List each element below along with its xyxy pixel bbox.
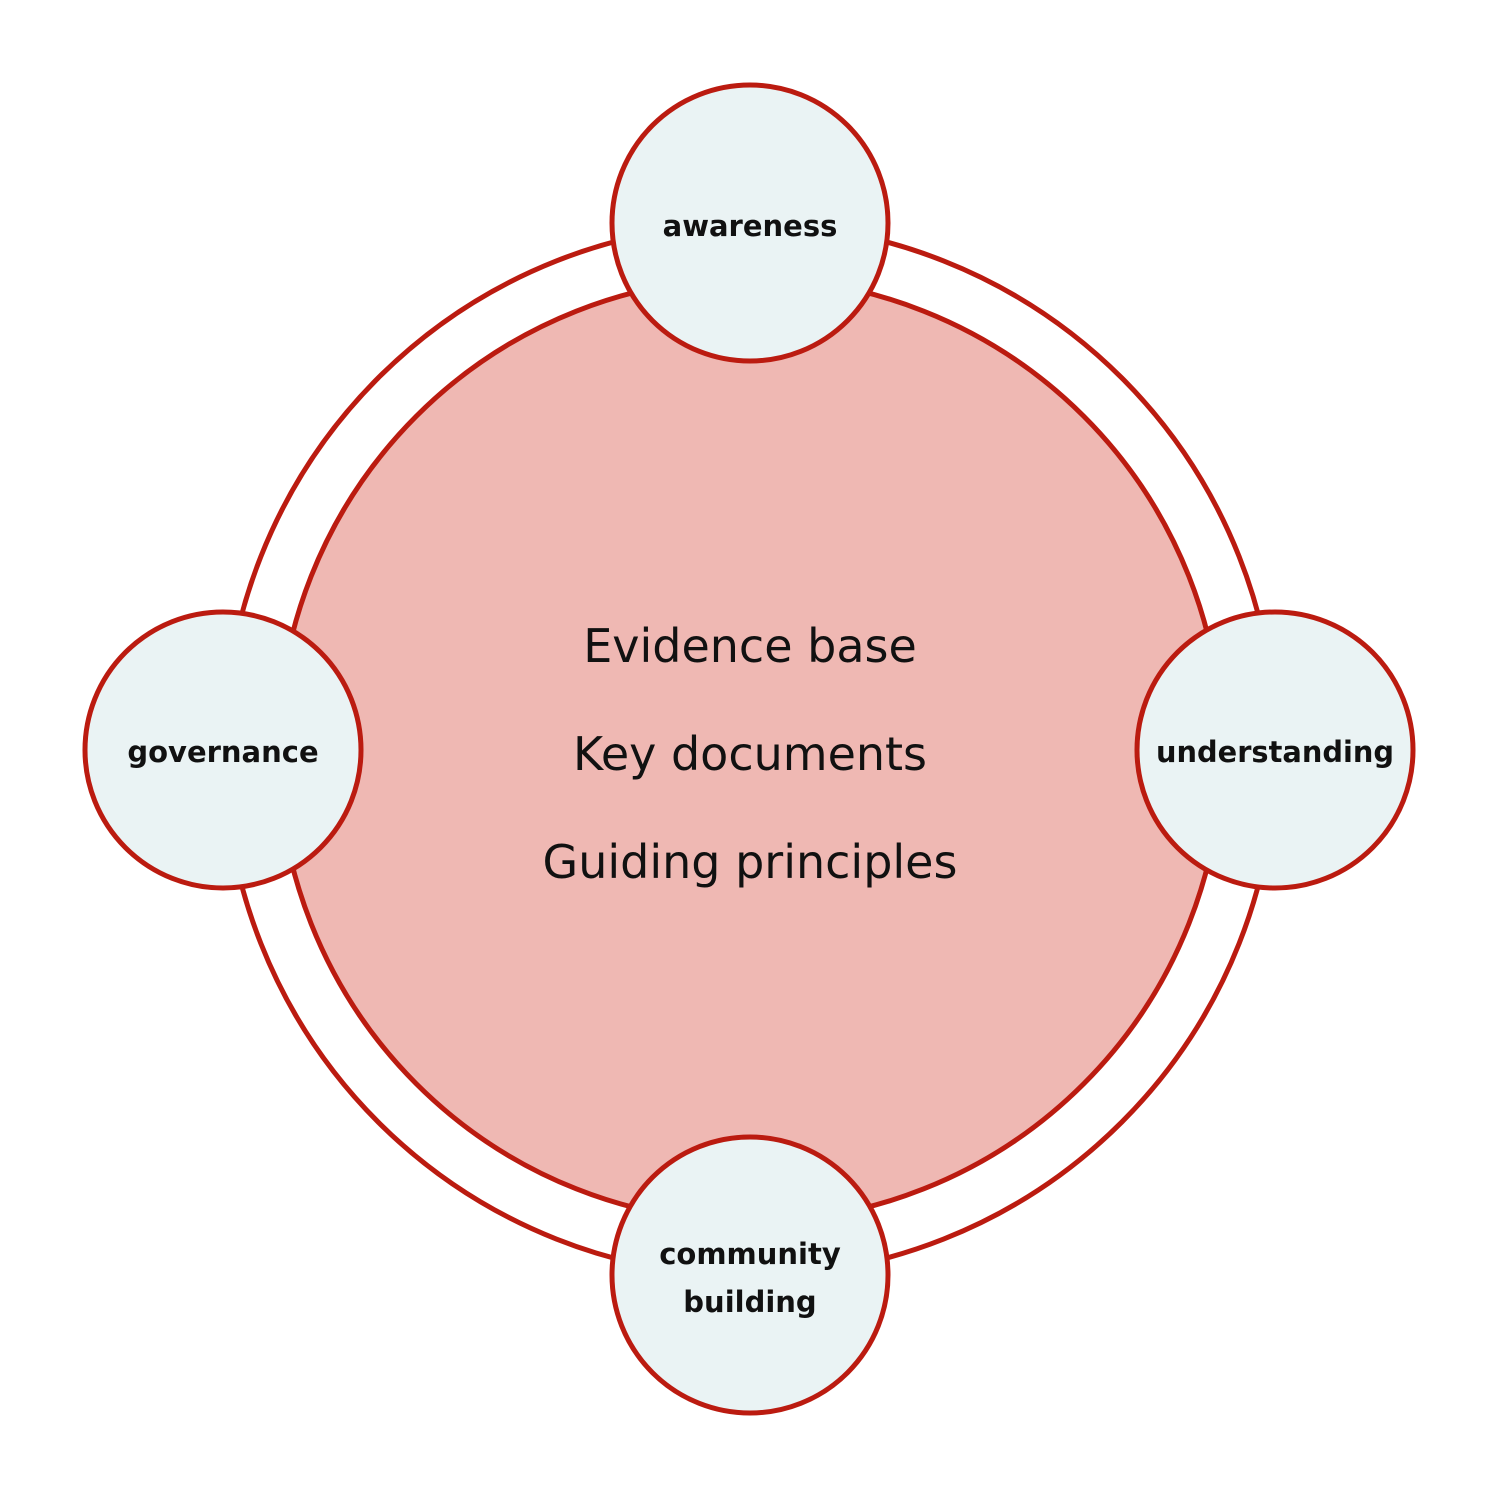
core-line-guiding-principles: Guiding principles bbox=[543, 835, 958, 889]
node-community-building-circle bbox=[609, 1134, 891, 1416]
core-line-key-documents: Key documents bbox=[573, 727, 927, 781]
node-community-building-label-line2: building bbox=[683, 1285, 816, 1319]
node-governance-label: governance bbox=[127, 735, 318, 769]
node-awareness-label: awareness bbox=[663, 209, 838, 243]
core-text: Evidence base Key documents Guiding prin… bbox=[543, 619, 958, 889]
node-understanding-label: understanding bbox=[1156, 735, 1394, 769]
node-community-building: community building bbox=[609, 1134, 891, 1416]
core-line-evidence-base: Evidence base bbox=[583, 619, 917, 673]
node-understanding: understanding bbox=[1134, 609, 1416, 891]
node-understanding-circle bbox=[1134, 609, 1416, 891]
node-awareness: awareness bbox=[609, 82, 891, 364]
node-governance: governance bbox=[82, 609, 364, 891]
node-community-building-label-line1: community bbox=[659, 1237, 841, 1271]
node-governance-circle bbox=[82, 609, 364, 891]
node-awareness-circle bbox=[609, 82, 891, 364]
